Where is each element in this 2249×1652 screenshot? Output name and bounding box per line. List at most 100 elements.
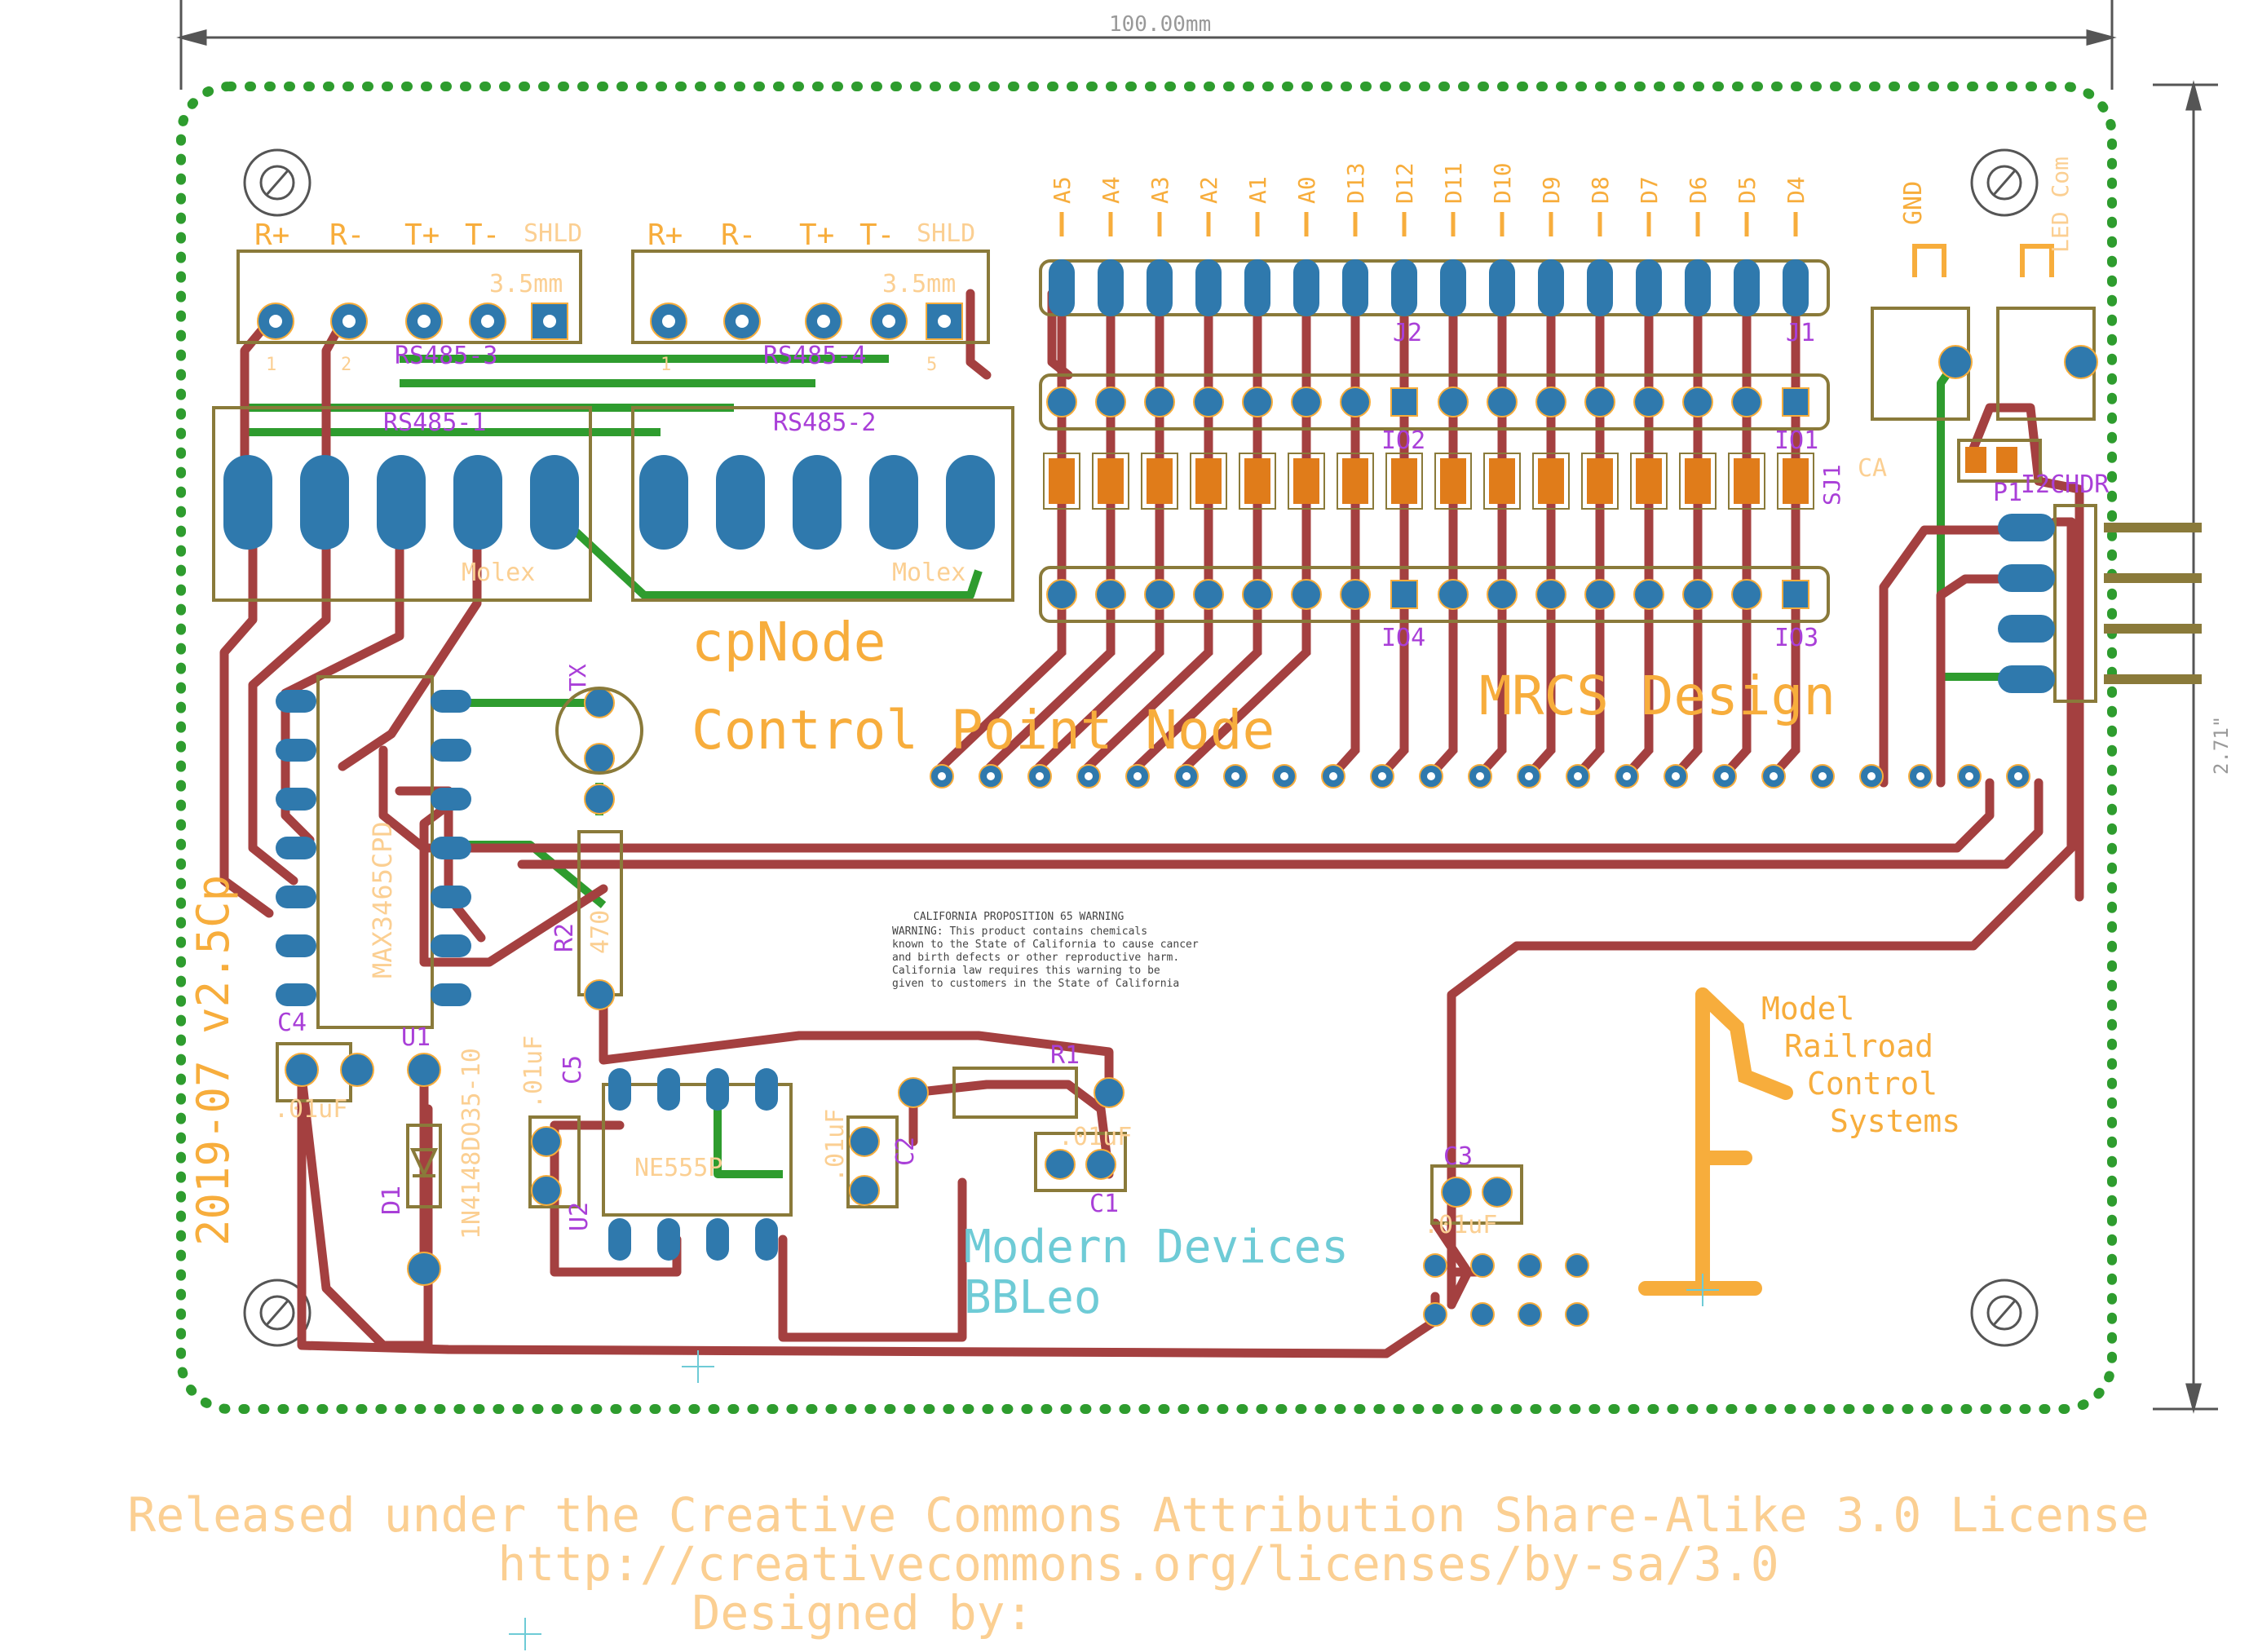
- c2-value: .01uF: [821, 1109, 850, 1182]
- via-hole: [2014, 772, 2022, 780]
- io-smd-outline: [1092, 453, 1129, 510]
- io-pin-label: A0: [1293, 176, 1320, 204]
- io-pad: [1682, 386, 1713, 417]
- io-pad: [1535, 386, 1566, 417]
- via-hole: [1476, 772, 1484, 780]
- u2-label: U2: [565, 1202, 594, 1231]
- io3-label: IO3: [1774, 624, 1818, 652]
- board-outline: [176, 82, 2117, 1414]
- via-hole: [1965, 772, 1973, 780]
- designed-by: Designed by:: [691, 1585, 1033, 1641]
- io-pin-label: A4: [1098, 176, 1124, 204]
- io-smd-pad: [1636, 458, 1662, 504]
- io-pad: [1584, 579, 1615, 610]
- io-smd-outline: [1728, 453, 1765, 510]
- diode-symbol: [406, 1124, 442, 1208]
- io-pin-label: D10: [1489, 162, 1516, 204]
- origin-marks: [509, 1274, 1719, 1650]
- io-pin-label: A5: [1049, 176, 1076, 204]
- bus-label: RS485-4: [763, 342, 866, 370]
- ne555-chip: [608, 1068, 778, 1261]
- pin-number: 5: [926, 355, 937, 375]
- io-header-pad: [1587, 259, 1613, 316]
- max-label: MAX3465CPD: [367, 821, 398, 978]
- io-pin-label: A2: [1195, 176, 1222, 204]
- io-pin-label: A1: [1244, 176, 1271, 204]
- io-pin-label: D9: [1538, 176, 1565, 204]
- via-hole: [1085, 772, 1093, 780]
- i2c-header-pins: [2104, 523, 2202, 684]
- io-pad: [1682, 579, 1713, 610]
- via-hole: [1036, 772, 1044, 780]
- bus-label: RS485-2: [773, 409, 876, 437]
- io-smd-outline: [1385, 453, 1423, 510]
- via-hole: [1133, 772, 1142, 780]
- credit-line: BBLeo: [964, 1271, 1102, 1324]
- ca-label: CA: [1858, 454, 1887, 483]
- i2c-label: I2CHDR: [2021, 470, 2110, 499]
- cpnode-title: cpNode: [691, 611, 886, 674]
- warning-line: CALIFORNIA PROPOSITION 65 WARNING: [913, 911, 1124, 923]
- via-hole: [1231, 772, 1239, 780]
- io-smd-outline: [1532, 453, 1570, 510]
- io-smd-pad: [1342, 458, 1368, 504]
- io-header-pad: [1538, 259, 1564, 316]
- via-hole: [1574, 772, 1582, 780]
- io-pin-label: D8: [1587, 176, 1614, 204]
- misc-pads: [285, 345, 2098, 1327]
- io-pin-label: D12: [1391, 162, 1418, 204]
- via-hole: [938, 772, 946, 780]
- c3-value: .01uF: [1424, 1211, 1497, 1239]
- credit-line: Modern Devices: [964, 1221, 1349, 1274]
- r1-label: R1: [1050, 1041, 1080, 1070]
- io-pad: [1291, 579, 1322, 610]
- io-header-pad: [1440, 259, 1466, 316]
- j2-label: J2: [1393, 319, 1422, 347]
- gnd-label: GND: [1899, 181, 1928, 225]
- c1-value: .01uF: [1058, 1123, 1132, 1151]
- i2c-header-pads: [1998, 514, 2055, 693]
- c3-label: C3: [1443, 1142, 1473, 1171]
- io-smd-outline: [1679, 453, 1717, 510]
- c5-label: C5: [559, 1055, 587, 1084]
- io-pad: [1340, 579, 1371, 610]
- io-pad-square: [1390, 580, 1418, 609]
- io-pad-square: [1782, 580, 1809, 609]
- width-label: 100.00mm: [1109, 12, 1211, 37]
- io4-label: IO4: [1381, 624, 1425, 652]
- terminal-pads: [257, 303, 963, 340]
- io-smd-outline: [1434, 453, 1472, 510]
- io-header-pad: [1391, 259, 1417, 316]
- molex-label: Molex: [462, 559, 535, 587]
- led-com-label: LED Com: [2047, 157, 2074, 253]
- io-pad: [1291, 386, 1322, 417]
- io-header-pads: [1043, 259, 1814, 610]
- u1-label: U1: [401, 1023, 431, 1052]
- r2-label: R2: [550, 923, 579, 952]
- pin-label: T+: [799, 219, 834, 252]
- io-smd-outline: [1630, 453, 1668, 510]
- tx-label: TX: [564, 664, 591, 691]
- molex-label: Molex: [892, 559, 965, 587]
- io-smd-pad: [1293, 458, 1319, 504]
- io-pad-square: [1782, 387, 1809, 417]
- p1-label: P1: [1993, 479, 2022, 507]
- d1-label: D1: [378, 1186, 406, 1215]
- logo-line: Model: [1761, 991, 1854, 1027]
- via-hole: [1721, 772, 1729, 780]
- io-pad: [1633, 579, 1664, 610]
- io-pad: [1731, 579, 1762, 610]
- r2-value: 470: [586, 910, 615, 954]
- io-smd-outline: [1239, 453, 1276, 510]
- bus-label: RS485-1: [383, 409, 486, 437]
- mounting-holes: [243, 148, 2039, 1347]
- via-hole: [1329, 772, 1337, 780]
- molex-pads: [223, 455, 995, 550]
- height-label: 2.71": [2210, 716, 2233, 775]
- ne555-label: NE555P: [634, 1154, 722, 1182]
- c2-label: C2: [891, 1137, 920, 1166]
- control-point-title: Control Point Node: [691, 699, 1275, 762]
- io-header-pad: [1293, 259, 1319, 316]
- io-smd-pad: [1244, 458, 1270, 504]
